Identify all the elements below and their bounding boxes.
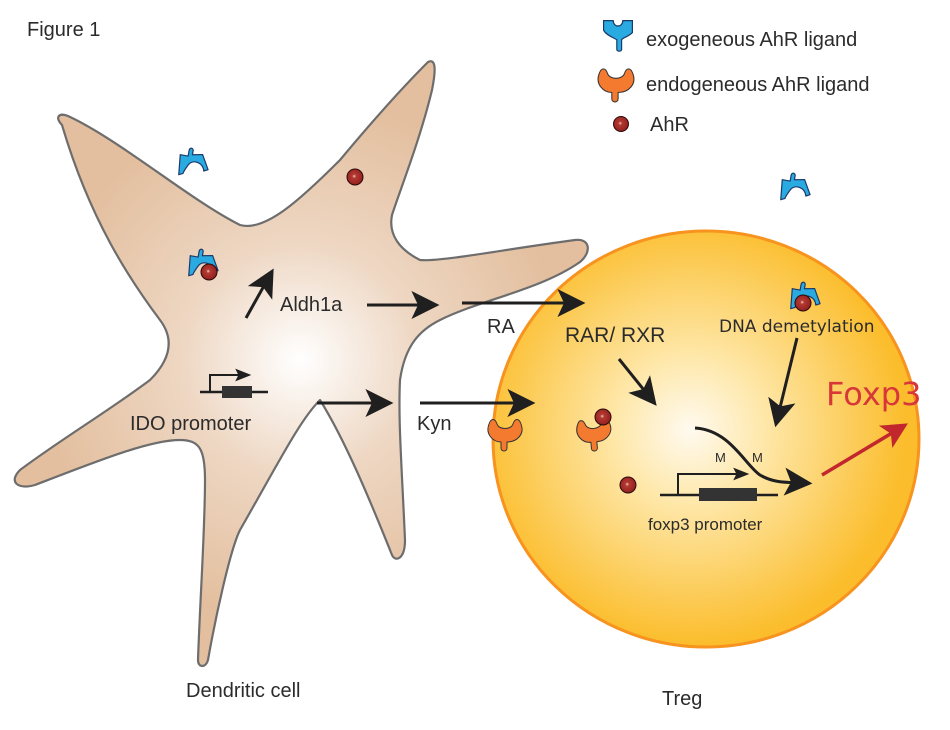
label-ra: RA [487, 316, 515, 338]
label-treg: Treg [662, 688, 702, 710]
ahr-icon [613, 116, 629, 132]
exogenous-ligand-icon [176, 145, 212, 181]
label-aldh1a: Aldh1a [280, 294, 343, 316]
label-ido-promoter: IDO promoter [130, 413, 251, 435]
ido-promoter-gene-icon [200, 368, 268, 398]
foxp3-promoter-gene-icon [660, 467, 778, 501]
legend-label-endogenous: endogeneous AhR ligand [646, 74, 870, 96]
arrow-rar-rxr-to-promoter [617, 358, 657, 406]
arrow-ido-to-aldh1a [244, 268, 274, 319]
legend-label-exogenous: exogeneous AhR ligand [646, 29, 857, 51]
ligand-ahr-complex-dc [186, 246, 222, 282]
endogenous-ligand-icon [597, 68, 635, 103]
legend-label-ahr: AhR [650, 114, 689, 136]
exogenous-ligand-icon [778, 170, 814, 206]
label-rar-rxr: RAR/ RXR [565, 324, 665, 347]
label-methyl-mark-2: M [752, 450, 763, 465]
ahr-icon [346, 168, 364, 186]
label-foxp3-promoter: foxp3 promoter [648, 515, 763, 534]
arrow-demethylation-to-promoter [768, 337, 799, 428]
legend-item-exogenous: exogeneous AhR ligand [602, 19, 857, 52]
label-methyl-mark-1: M [715, 450, 726, 465]
arrow-to-foxp3 [821, 423, 908, 477]
ahr-icon [200, 263, 218, 281]
endo-ligand-ahr-complex-treg [575, 408, 614, 453]
dendritic-cell-body [13, 60, 589, 668]
legend: exogeneous AhR ligand endogeneous AhR li… [597, 19, 870, 136]
ahr-icon [594, 408, 612, 426]
ligand-ahr-complex-treg [788, 279, 824, 315]
legend-item-endogenous: endogeneous AhR ligand [597, 68, 870, 103]
dendritic-cell [13, 60, 589, 668]
label-dna-demethylation: DNA demetylation [719, 317, 875, 337]
ahr-icon [794, 294, 812, 312]
exogenous-ligand-icon [602, 19, 634, 52]
ahr-icon [619, 476, 637, 494]
label-foxp3: Foxp3 [826, 375, 921, 413]
treg-cell [491, 229, 921, 649]
label-kyn: Kyn [417, 413, 451, 435]
arrow-demethylation-curve [694, 426, 813, 496]
label-dendritic-cell: Dendritic cell [186, 680, 300, 702]
figure-title: Figure 1 [27, 19, 100, 41]
treg-cell-body [491, 229, 921, 649]
legend-item-ahr: AhR [613, 114, 689, 136]
